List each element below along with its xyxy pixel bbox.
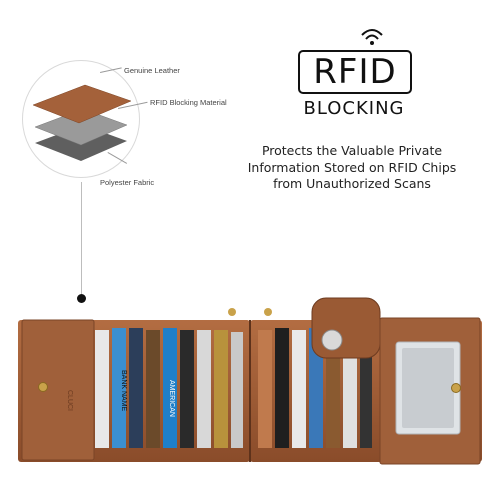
- card-text-american: AMERICAN: [168, 380, 175, 417]
- leather-layer: [32, 84, 132, 124]
- rfid-description: Protects the Valuable Private Informatio…: [247, 143, 457, 191]
- label-rfid-blocking-material: RFID Blocking Material: [150, 98, 227, 107]
- blocking-label: BLOCKING: [303, 98, 405, 119]
- clasp-logo-button: [321, 329, 343, 351]
- pointer-dot: [77, 294, 86, 303]
- left-snap-button: [38, 382, 48, 392]
- pointer-line: [81, 182, 82, 294]
- left-pocket: [21, 319, 95, 461]
- wireless-signal-icon: [361, 29, 383, 45]
- clasp-tab: [311, 297, 381, 359]
- material-layers-graphic: [32, 84, 132, 161]
- wallet-brand-text: CLUCI: [66, 390, 73, 411]
- card-text-bank-name: BANK NAME: [120, 370, 127, 412]
- wallet-photo: BANK NAME AMERICAN CLUCI: [18, 297, 482, 465]
- zipper-pull-right: [264, 308, 272, 316]
- right-snap-button: [451, 383, 461, 393]
- label-polyester-fabric: Polyester Fabric: [100, 178, 155, 187]
- rfid-badge: RFID: [298, 50, 412, 94]
- label-genuine-leather: Genuine Leather: [124, 66, 180, 75]
- right-card-stack: [258, 328, 372, 448]
- layer-diagram-circle: [22, 60, 140, 178]
- rfid-label: RFID: [313, 52, 397, 92]
- zipper-pull-left: [228, 308, 236, 316]
- left-card-stack: [95, 328, 243, 448]
